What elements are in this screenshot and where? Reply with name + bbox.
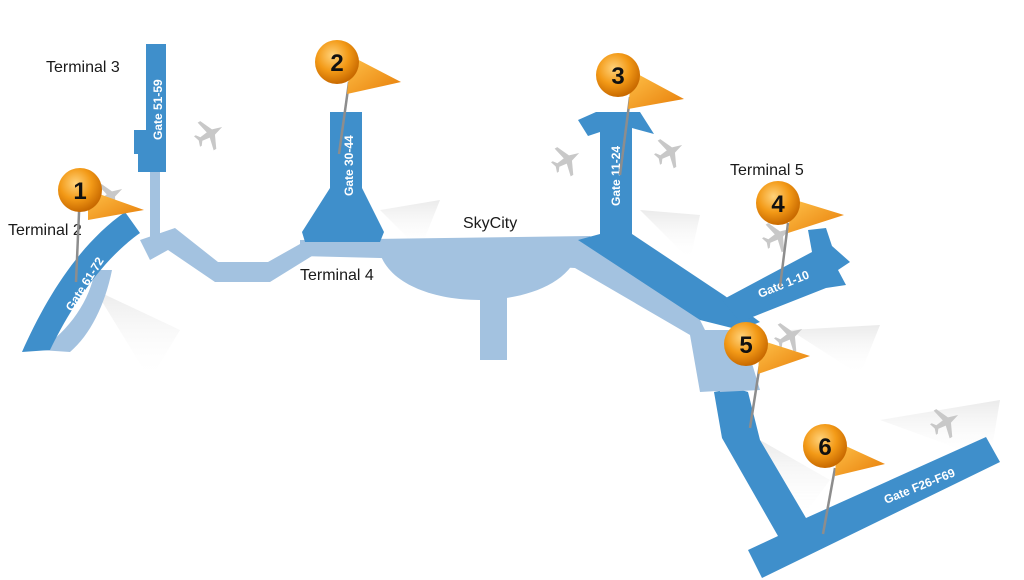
satellite-pier (714, 388, 1000, 578)
terminal-4-label: Terminal 4 (300, 267, 374, 284)
flag-pin-icon (628, 71, 684, 109)
skycity-label: SkyCity (463, 215, 517, 232)
terminal-2-pier (22, 212, 140, 352)
terminal-3-pier (134, 44, 166, 172)
terminal-1-pier (578, 112, 760, 330)
pin-stick (748, 363, 762, 429)
marker-6[interactable]: 6 (803, 424, 885, 535)
gate-label-51-59: Gate 51-59 (151, 79, 165, 140)
marker-1[interactable]: 1 (58, 168, 144, 283)
marker-number: 5 (739, 332, 752, 359)
marker-ball (724, 322, 768, 366)
marker-number: 3 (611, 63, 624, 90)
marker-number: 2 (330, 50, 343, 77)
pin-stick (778, 222, 790, 288)
gate-label-11-24: Gate 11-24 (609, 146, 623, 206)
marker-ball (596, 53, 640, 97)
flag-pin-icon (347, 56, 401, 94)
gate-label-30-44: Gate 30-44 (342, 135, 356, 196)
marker-3[interactable]: 3 (596, 53, 684, 176)
pin-stick (618, 96, 632, 176)
terminal-5-pier (722, 228, 850, 322)
marker-ball (756, 181, 800, 225)
terminal-2-label: Terminal 2 (8, 222, 82, 239)
marker-ball (315, 40, 359, 84)
walkways (40, 172, 735, 392)
flag-pin-icon (835, 442, 885, 476)
marker-4[interactable]: 4 (756, 181, 844, 288)
marker-number: 4 (771, 191, 785, 218)
marker-number: 6 (818, 434, 831, 461)
marker-ball (803, 424, 847, 468)
terminal-3-label: Terminal 3 (46, 59, 120, 76)
marker-2[interactable]: 2 (315, 40, 401, 155)
marker-5[interactable]: 5 (724, 322, 810, 429)
flag-pin-icon (88, 190, 144, 220)
pin-stick (821, 467, 837, 535)
terminal-4-pier (302, 112, 384, 242)
flag-pin-icon (788, 199, 844, 233)
pin-stick (337, 81, 351, 155)
marker-number: 1 (73, 178, 86, 205)
marker-ball (58, 168, 102, 212)
flag-pin-icon (758, 340, 810, 374)
terminal-5-label: Terminal 5 (730, 162, 804, 179)
